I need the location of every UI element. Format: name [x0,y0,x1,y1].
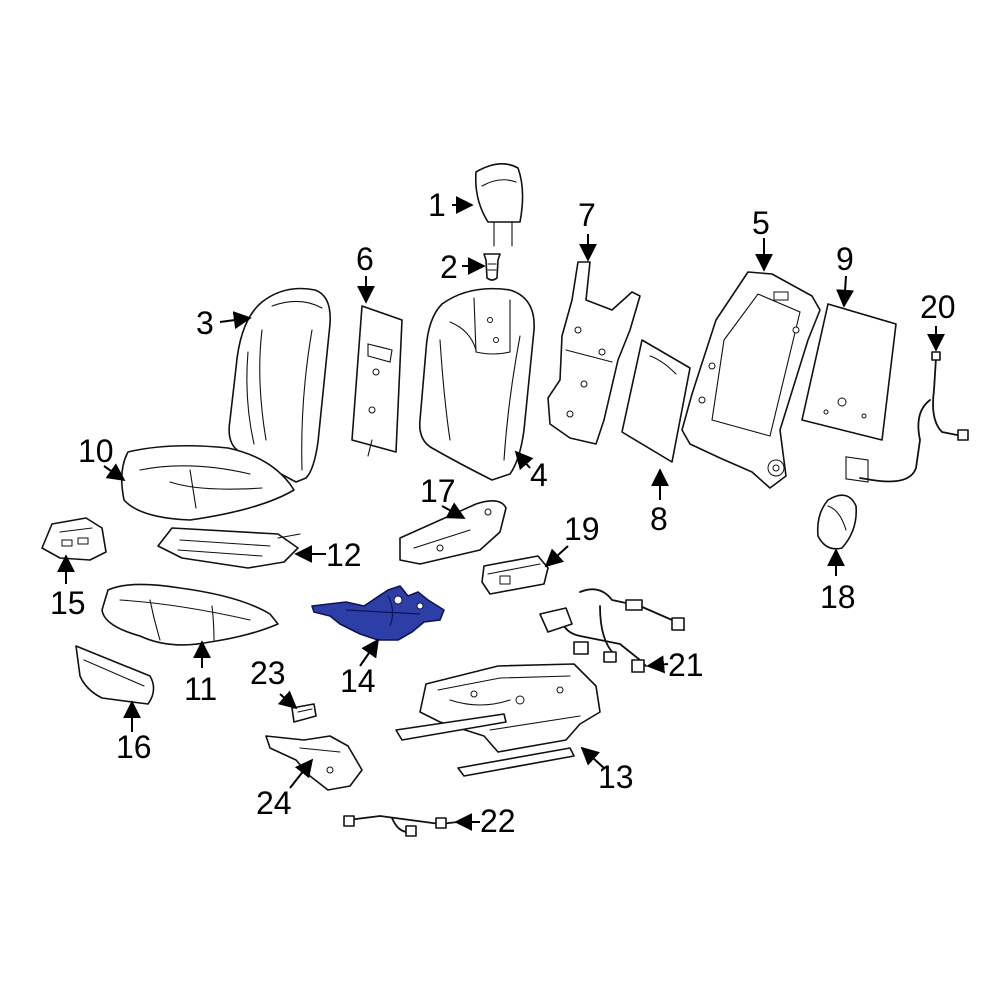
part-13-seat-track[interactable] [395,663,601,777]
callout-9: 9 [836,241,854,277]
part-8-lumbar-pad[interactable] [621,339,691,463]
leader-arrows [57,196,945,831]
part-24-bracket[interactable] [265,735,363,791]
callout-19: 19 [564,511,600,547]
callout-16: 16 [116,729,152,765]
callout-24: 24 [256,785,292,821]
part-16-side-cover[interactable] [75,645,155,705]
part-1-headrest[interactable] [474,163,524,247]
callout-3: 3 [196,305,214,341]
part-20-wire-harness[interactable] [859,351,969,483]
part-18-trim-cap[interactable] [816,494,858,550]
callout-18: 18 [820,579,856,615]
callout-8: 8 [650,501,668,537]
part-12-heater-mat[interactable] [157,527,301,569]
part-19-control-module[interactable] [481,555,549,595]
callout-6: 6 [356,241,374,277]
part-3-seatback-cover[interactable] [228,287,332,483]
callout-4: 4 [530,457,548,493]
callout-2: 2 [440,249,458,285]
callout-20: 20 [920,289,956,325]
callout-22: 22 [480,803,516,839]
callout-23: 23 [250,655,286,691]
callout-14: 14 [340,663,376,699]
part-17-shield[interactable] [399,500,507,565]
part-14-highlighted-bracket[interactable] [311,585,445,641]
part-7-seatback-support[interactable] [547,261,641,445]
callout-7: 7 [578,197,596,233]
part-10-cushion-cover[interactable] [120,444,295,521]
callout-labels: 1 2 3 4 5 6 7 8 9 10 11 12 13 14 15 16 1… [50,187,956,839]
part-4-seatback-pad[interactable] [418,287,535,481]
callout-5: 5 [752,205,770,241]
part-23-connector[interactable] [291,703,317,723]
callout-21: 21 [668,647,704,683]
part-2-headrest-guide[interactable] [483,253,501,281]
callout-13: 13 [598,759,634,795]
part-15-switch-assembly[interactable] [41,517,107,561]
part-21-wire-harness[interactable] [539,588,685,673]
callout-11: 11 [184,671,217,707]
callout-1: 1 [428,187,446,223]
callout-15: 15 [50,585,86,621]
part-11-cushion-pad[interactable] [101,583,279,646]
part-5-seatback-frame[interactable] [681,271,821,489]
callout-10: 10 [78,433,114,469]
callout-17: 17 [420,473,456,509]
part-9-back-board[interactable] [801,303,897,483]
callout-12: 12 [326,537,362,573]
part-6-board-panel[interactable] [351,305,403,457]
part-22-wire[interactable] [343,815,459,837]
